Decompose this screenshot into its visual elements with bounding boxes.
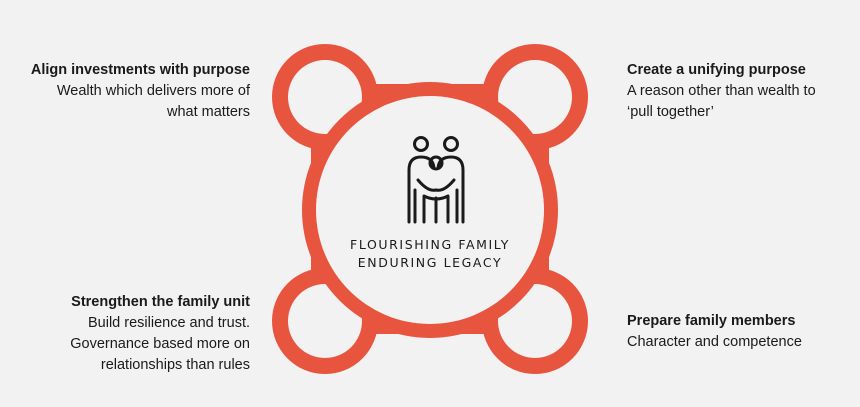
- node-desc: Wealth which delivers more of: [56, 83, 250, 99]
- node-top-right-label: Create a unifying purpose A reason other…: [627, 60, 857, 123]
- node-title: Create a unifying purpose: [627, 62, 806, 78]
- center-line-2: ENDURING LEGACY: [357, 255, 503, 270]
- node-desc: what matters: [167, 104, 250, 120]
- family-icon: [407, 136, 465, 224]
- node-desc: Build resilience and trust.: [88, 315, 250, 331]
- node-bottom-right-label: Prepare family members Character and com…: [627, 311, 857, 353]
- center-caption: FLOURISHING FAMILY ENDURING LEGACY: [330, 236, 530, 272]
- node-desc: Governance based more on: [70, 336, 250, 352]
- node-desc: ‘pull together’: [627, 104, 714, 120]
- node-title: Strengthen the family unit: [71, 294, 250, 310]
- node-title: Align investments with purpose: [30, 62, 250, 78]
- node-desc: A reason other than wealth to: [627, 83, 816, 99]
- node-bottom-left-label: Strengthen the family unit Build resilie…: [0, 292, 250, 376]
- central-ring: [302, 82, 558, 338]
- center-line-1: FLOURISHING FAMILY: [350, 237, 510, 252]
- node-desc: Character and competence: [627, 334, 802, 350]
- node-title: Prepare family members: [627, 313, 796, 329]
- node-top-left-label: Align investments with purpose Wealth wh…: [10, 60, 250, 123]
- node-desc: relationships than rules: [100, 357, 250, 373]
